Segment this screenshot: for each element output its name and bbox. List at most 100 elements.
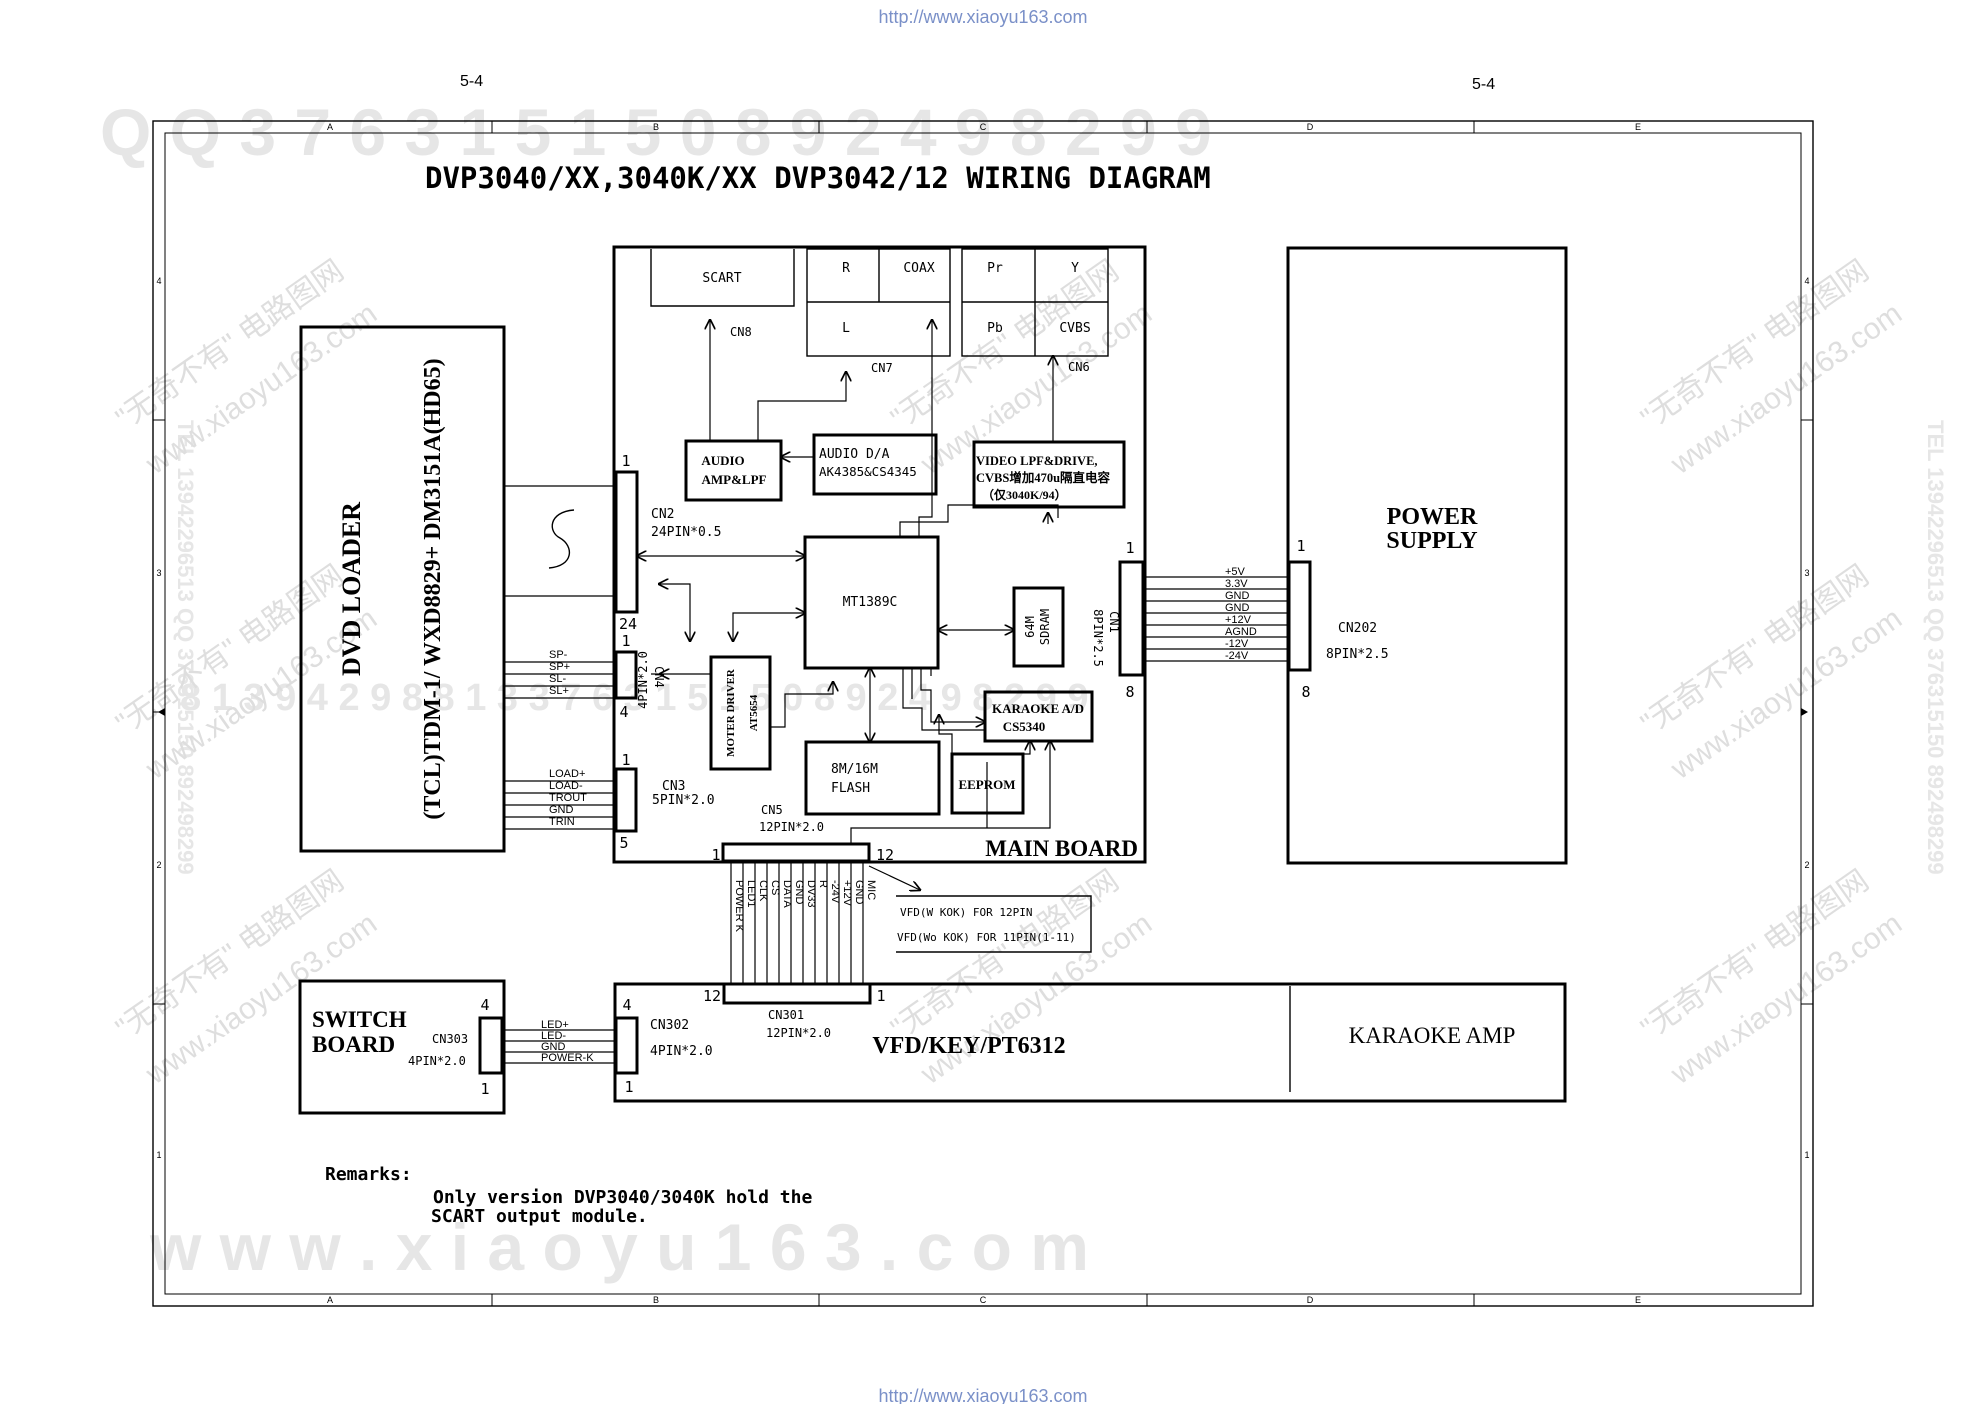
diagram-title: DVP3040/XX,3040K/XX DVP3042/12 WIRING DI…	[425, 161, 1211, 195]
col-label-c: C	[980, 122, 987, 132]
cn3-label: CN3	[662, 779, 685, 794]
cn1-pin1: 1	[1125, 539, 1134, 557]
cn5-signal-10: +12V	[841, 880, 853, 907]
cn5-signal-6: GND	[793, 880, 805, 905]
cn5-signal-1: POWER K	[733, 880, 745, 933]
cn8-label: CN8	[730, 325, 752, 339]
signal-3v3: 3.3V	[1225, 578, 1248, 590]
url-top[interactable]: http://www.xiaoyu163.com	[878, 7, 1087, 27]
cn5-signal-9: -24V	[829, 880, 841, 904]
signal-gnd: GND	[1225, 590, 1250, 602]
power-supply-block: POWER SUPPLY 1 8 CN202 8PIN*2.5	[1286, 246, 1568, 865]
karaoke-ad-line2: CS5340	[1003, 719, 1046, 734]
cn302-spec: 4PIN*2.0	[650, 1044, 713, 1059]
cn3-pin1: 1	[621, 751, 630, 769]
cn5-signal-5: DATA	[781, 880, 793, 908]
cn2-pin1: 1	[621, 452, 630, 470]
power-wires: +5V 3.3V GND GND +12V AGND -12V -24V	[1143, 566, 1289, 662]
cn5-pin12: 12	[876, 846, 894, 864]
moter-driver-line2: AT5654	[748, 694, 760, 731]
col-label-b: B	[653, 122, 659, 132]
signal-agnd: AGND	[1225, 626, 1257, 638]
signal-plus12v: +12V	[1225, 614, 1252, 626]
flash-line2: FLASH	[831, 781, 870, 796]
moter-driver-line1: MOTER DRIVER	[725, 668, 737, 757]
signal-load-plus: LOAD+	[549, 768, 585, 780]
video-lpf-line3: （仅3040K/94）	[982, 487, 1067, 502]
cn6-label: CN6	[1068, 360, 1090, 374]
video-lpf-line2: CVBS增加470u隔直电容	[976, 470, 1111, 485]
cn2-pin24: 24	[619, 615, 637, 633]
signal-minus12v: -12V	[1225, 638, 1249, 650]
cn1-label: CN1	[1107, 611, 1121, 633]
cn303-label: CN303	[432, 1032, 468, 1046]
signal-led-minus: LED-	[541, 1030, 566, 1042]
cn2-spec: 24PIN*0.5	[651, 525, 721, 540]
watermark-qq-top: Q Q 3 7 6 3 1 5 1 5 0 8 9 2 4 9 8 2 9 9	[100, 95, 1212, 169]
jack-pr: Pr	[987, 261, 1003, 276]
cn301-spec: 12PIN*2.0	[766, 1026, 831, 1040]
vfd-board-title: VFD/KEY/PT6312	[872, 1033, 1065, 1059]
cn2-label: CN2	[651, 507, 674, 522]
scart-label: SCART	[702, 271, 741, 286]
col-label-a: A	[327, 122, 333, 132]
jack-cvbs: CVBS	[1059, 321, 1090, 336]
col-label-d: D	[1307, 1295, 1314, 1305]
power-supply-title-line2: SUPPLY	[1386, 528, 1477, 554]
cn4-label: CN4	[652, 666, 666, 688]
switch-board-title-line1: SWITCH	[312, 1007, 407, 1032]
signal-sp-minus: SP-	[549, 649, 568, 661]
cn5-cn301-ribbon: POWER K LED1 CLK CS DATA GND DV33 R -24V…	[730, 861, 920, 984]
dvd-loader-title: DVD LOADER	[337, 502, 366, 676]
jack-r: R	[842, 261, 850, 276]
karaoke-ad-line1: KARAOKE A/D	[992, 701, 1084, 716]
audio-da-line2: AK4385&CS4345	[819, 464, 917, 479]
vfd-note: VFD(W KOK) FOR 12PIN VFD(Wo KOK) FOR 11P…	[896, 895, 1092, 953]
cn3-pin5: 5	[619, 834, 628, 852]
row-label-3: 3	[1804, 568, 1809, 578]
cn4-pin1: 1	[621, 632, 630, 650]
vfd-note-line1: VFD(W KOK) FOR 12PIN	[900, 906, 1032, 919]
cn303-pin4: 4	[480, 996, 489, 1014]
url-bottom[interactable]: http://www.xiaoyu163.com	[878, 1386, 1087, 1406]
remarks-line2: SCART output module.	[431, 1206, 648, 1227]
cn302-label: CN302	[650, 1018, 689, 1033]
switch-board-block: SWITCH BOARD 4 1 CN303 4PIN*2.0	[298, 979, 506, 1115]
flex-cable-symbol	[548, 509, 575, 569]
signal-sl-minus: SL-	[549, 673, 566, 685]
mt1389c-label: MT1389C	[843, 595, 898, 610]
cn1-spec: 8PIN*2.5	[1091, 609, 1105, 667]
jack-y: Y	[1071, 261, 1079, 276]
loader-wires: LOAD+ LOAD- TROUT GND TRIN	[504, 768, 616, 830]
internal-signal-paths	[637, 320, 1059, 844]
cn301-pin12: 12	[703, 987, 721, 1005]
signal-sp-plus: SP+	[549, 661, 570, 673]
cn5-signal-2: LED1	[745, 880, 757, 908]
signal-minus24v: -24V	[1225, 650, 1249, 662]
signal-sl-plus: SL+	[549, 685, 569, 697]
signal-led-plus: LED+	[541, 1019, 569, 1031]
col-label-e: E	[1635, 122, 1641, 132]
cn4-pin4: 4	[619, 703, 628, 721]
drawing-frame: A B C D E A B C D E 4 3 2 1 4 3 2 1	[152, 120, 1814, 1307]
cn5-signal-12: MIC	[865, 880, 877, 900]
cn303-pin1: 1	[480, 1080, 489, 1098]
signal-gnd: GND	[549, 804, 574, 816]
cn202-spec: 8PIN*2.5	[1326, 647, 1389, 662]
watermark-layer: Q Q 3 7 6 3 1 5 1 5 0 8 9 2 4 9 8 2 9 9 …	[100, 95, 1948, 1284]
sdram-line1: 64M	[1023, 616, 1037, 638]
jack-coax: COAX	[903, 261, 934, 276]
cn5-signal-4: CS	[769, 880, 781, 895]
sdram-line2: SDRAM	[1038, 609, 1052, 645]
col-label-a: A	[327, 1295, 333, 1305]
signal-plus5v: +5V	[1225, 566, 1246, 578]
power-supply-title-line1: POWER	[1387, 504, 1478, 530]
switch-board-title-line2: BOARD	[312, 1032, 395, 1057]
vfd-note-line2: VFD(Wo KOK) FOR 11PIN(1-11)	[897, 931, 1076, 944]
jack-pb: Pb	[987, 321, 1003, 336]
cn3-spec: 5PIN*2.0	[652, 793, 715, 808]
cn5-signal-8: R	[817, 880, 829, 888]
page-number-left: 5-4	[460, 73, 483, 90]
